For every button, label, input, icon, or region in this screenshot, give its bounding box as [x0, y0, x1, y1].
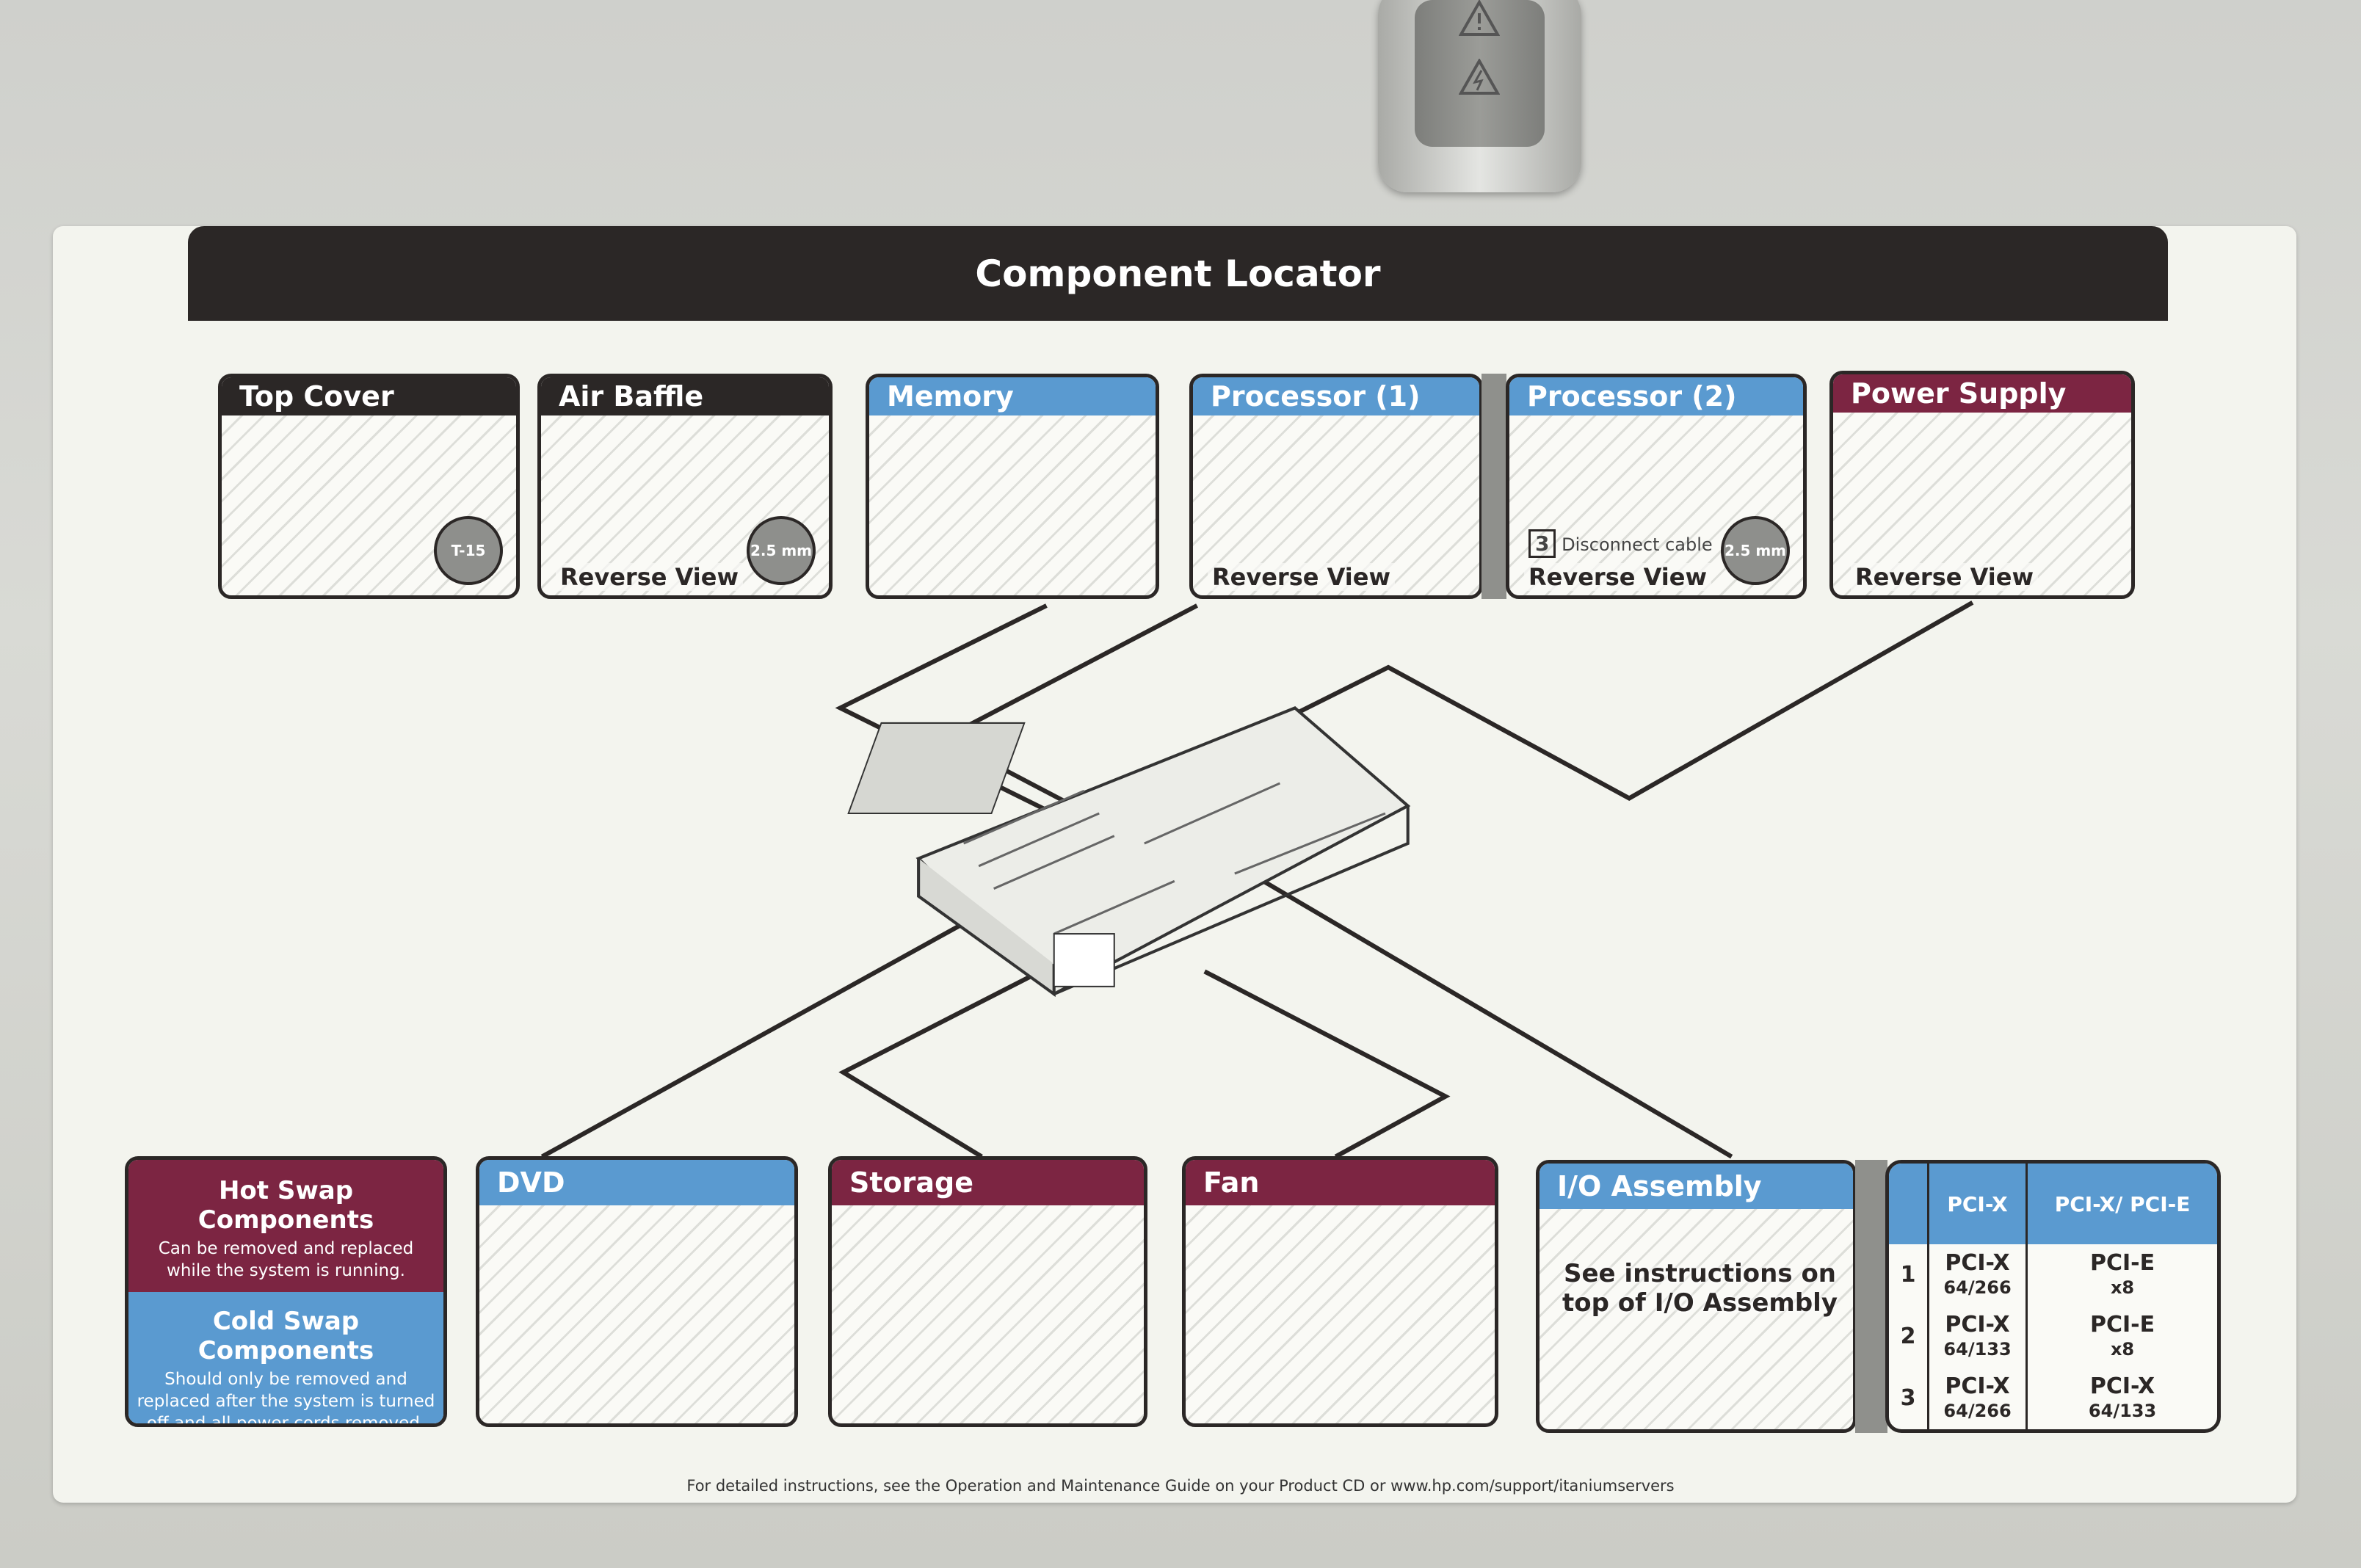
- cold-swap-legend: Cold Swap Components Should only be remo…: [128, 1291, 443, 1423]
- warning-icon: [1459, 0, 1500, 36]
- panel-title: I/O Assembly: [1539, 1164, 1853, 1209]
- panel-title: Top Cover: [222, 377, 516, 415]
- server-illustration: [847, 706, 1411, 998]
- panel-dvd[interactable]: DVD: [476, 1156, 798, 1427]
- slot-speed: 64/266: [1943, 1400, 2012, 1421]
- slot-speed: x8: [2110, 1338, 2135, 1360]
- step-number: 3: [1528, 529, 1556, 558]
- power-supply-line: [1282, 600, 1974, 802]
- panel-power-supply[interactable]: Power Supply Reverse View: [1829, 371, 2135, 599]
- divider: [1855, 1160, 1887, 1433]
- panel-air-baffle[interactable]: Air Baffle Reverse View 2.5 mm: [537, 374, 833, 599]
- slot-number: 2: [1900, 1324, 1916, 1349]
- page-title: Component Locator: [188, 226, 2168, 321]
- panel-title: Storage: [832, 1160, 1144, 1205]
- panel-title: DVD: [479, 1160, 794, 1205]
- dvd-line: [540, 919, 968, 1159]
- panel-processor-1[interactable]: Processor (1) Reverse View: [1189, 374, 1483, 599]
- hot-swap-text: Can be removed and replaced while the sy…: [158, 1239, 414, 1280]
- panel-storage[interactable]: Storage: [828, 1156, 1147, 1427]
- warning-button: [1415, 0, 1545, 147]
- dvd-illustration: [479, 1205, 794, 1423]
- slot-type: PCI-E: [2089, 1249, 2155, 1276]
- step-note: 3 Disconnect cable: [1528, 529, 1713, 558]
- panel-title: Fan: [1186, 1160, 1495, 1205]
- slot-speed: 64/133: [1943, 1338, 2012, 1360]
- reverse-view-note: Reverse View: [1524, 563, 1712, 591]
- memory-illustration: [869, 415, 1156, 595]
- pci-header: PCI-X/ PCI-E: [2025, 1164, 2217, 1244]
- io-assembly-note: See instructions on top of I/O Assembly: [1562, 1259, 1838, 1318]
- io-assembly-illustration: [1539, 1209, 1853, 1429]
- panel-fan[interactable]: Fan: [1182, 1156, 1498, 1427]
- cold-swap-text: Should only be removed and replaced afte…: [137, 1369, 435, 1427]
- hex-tool-icon: 2.5 mm: [1721, 516, 1790, 585]
- cold-swap-title: Cold Swap Components: [197, 1306, 374, 1365]
- divider: [1481, 374, 1506, 599]
- reverse-view-note: Reverse View: [1851, 563, 2039, 591]
- footer-note: For detailed instructions, see the Opera…: [686, 1477, 1675, 1495]
- fan-line: [1203, 969, 1451, 1159]
- slot-type: PCI-X: [1945, 1311, 2010, 1337]
- fan-illustration: [1186, 1205, 1495, 1423]
- panel-io-assembly[interactable]: I/O Assembly See instructions on top of …: [1536, 1160, 1857, 1433]
- panel-title: Memory: [869, 377, 1156, 415]
- storage-line: [838, 939, 1100, 1159]
- panel-title: Power Supply: [1833, 374, 2131, 413]
- slot-speed: 64/133: [2088, 1400, 2157, 1421]
- panel-title: Air Baffle: [541, 377, 829, 415]
- panel-title: Processor (1): [1193, 377, 1479, 415]
- panel-processor-2[interactable]: Processor (2) 3 Disconnect cable Reverse…: [1506, 374, 1807, 599]
- slot-type: PCI-E: [2089, 1311, 2155, 1337]
- reverse-view-note: Reverse View: [1208, 563, 1396, 591]
- storage-illustration: [832, 1205, 1144, 1423]
- hot-swap-legend: Hot Swap Components Can be removed and r…: [128, 1160, 443, 1292]
- step-text: Disconnect cable: [1562, 534, 1713, 555]
- panel-top-cover[interactable]: Top Cover T-15: [218, 374, 520, 599]
- io-line: [1236, 864, 1733, 1159]
- slot-number: 3: [1900, 1385, 1916, 1411]
- pci-header: PCI-X: [1926, 1164, 2027, 1244]
- slot-number: 1: [1900, 1262, 1916, 1288]
- slot-speed: 64/266: [1943, 1277, 2012, 1298]
- reverse-view-note: Reverse View: [556, 563, 744, 591]
- hex-tool-icon: 2.5 mm: [747, 516, 816, 585]
- electric-hazard-icon: [1459, 59, 1500, 95]
- warning-device: [1378, 0, 1581, 192]
- slot-type: PCI-X: [2089, 1373, 2155, 1399]
- slot-type: PCI-X: [1945, 1249, 2010, 1276]
- slot-type: PCI-X: [1945, 1373, 2010, 1399]
- panel-memory[interactable]: Memory: [866, 374, 1159, 599]
- torx-tool-icon: T-15: [434, 516, 503, 585]
- slot-speed: x8: [2110, 1277, 2135, 1298]
- swap-legend: Hot Swap Components Can be removed and r…: [125, 1156, 447, 1427]
- hot-swap-title: Hot Swap Components: [197, 1176, 374, 1235]
- panel-title: Processor (2): [1509, 377, 1803, 415]
